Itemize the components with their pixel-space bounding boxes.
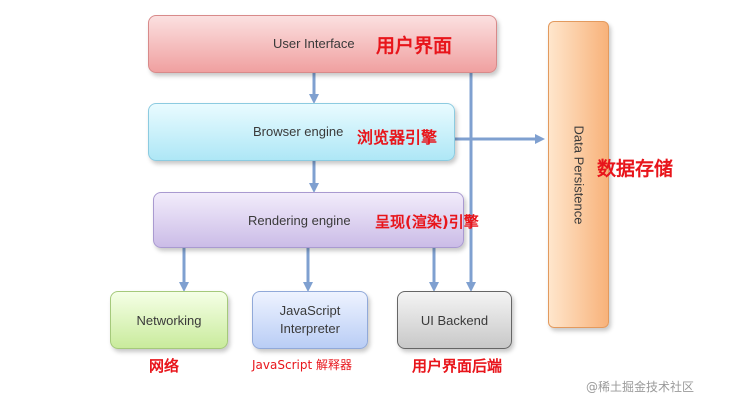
rendering-engine-annotation: 呈现(渲染)引擎 bbox=[375, 213, 479, 231]
ui-backend-box: UI Backend bbox=[397, 291, 512, 349]
js-interpreter-annotation: JavaScript 解释器 bbox=[252, 358, 352, 372]
rendering-engine-label: Rendering engine bbox=[248, 213, 351, 228]
data-persistence-annotation: 数据存储 bbox=[597, 158, 674, 180]
data-persistence-box: Data Persistence bbox=[548, 21, 609, 328]
browser-engine-annotation: 浏览器引擎 bbox=[357, 128, 438, 147]
js-interpreter-label-line1: JavaScript bbox=[279, 303, 341, 318]
data-persistence-label: Data Persistence bbox=[571, 125, 586, 224]
browser-engine-box: Browser engine bbox=[148, 103, 455, 161]
watermark: @稀土掘金技术社区 bbox=[586, 380, 695, 394]
ui-backend-annotation: 用户界面后端 bbox=[412, 357, 503, 375]
networking-box: Networking bbox=[110, 291, 228, 349]
browser-engine-label: Browser engine bbox=[253, 124, 344, 139]
ui-backend-label: UI Backend bbox=[420, 312, 489, 328]
rendering-engine-box: Rendering engine bbox=[153, 192, 464, 248]
networking-label: Networking bbox=[136, 312, 202, 328]
user-interface-label: User Interface bbox=[273, 36, 355, 51]
js-interpreter-label-line2: Interpreter bbox=[280, 321, 340, 336]
networking-annotation: 网络 bbox=[149, 357, 180, 375]
user-interface-box: User Interface bbox=[148, 15, 497, 73]
user-interface-annotation: 用户界面 bbox=[376, 35, 453, 57]
js-interpreter-box: JavaScript Interpreter bbox=[252, 291, 368, 349]
